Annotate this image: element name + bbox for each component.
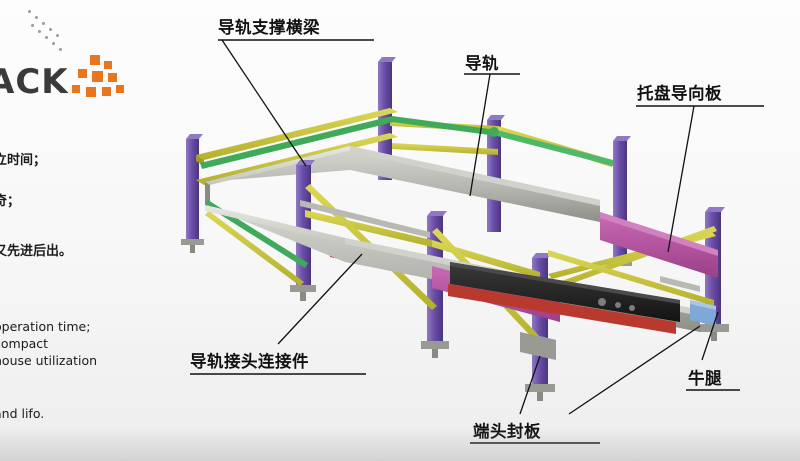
logo-dot-trail <box>28 10 88 56</box>
cross-member-set <box>300 200 700 292</box>
callout-pallet-guide-plate: 托盘导向板 <box>637 84 722 103</box>
left-text-en-2: house utilization <box>0 353 98 368</box>
logo-wordmark: ACK <box>0 62 69 102</box>
left-text-english-2: and lifo. <box>0 405 144 422</box>
pallet-guide-plate <box>600 212 718 278</box>
left-text-en-1: compact <box>0 336 49 351</box>
left-text-cn-2: 又先进后出。 <box>0 244 73 259</box>
left-text-cn-1: 奇； <box>0 194 21 209</box>
left-text-en-0: operation time; <box>0 319 91 334</box>
callout-cow-leg-bracket: 牛腿 <box>688 369 722 388</box>
left-text-english: operation time; compact house utilizatio… <box>0 318 144 369</box>
upright-column-back-left <box>181 134 204 253</box>
logo-squares <box>72 55 144 109</box>
rail-beam-back <box>205 146 600 222</box>
left-text-cn-0: 立时间； <box>0 153 47 168</box>
left-text-chinese-2: 奇； <box>0 193 144 210</box>
left-text-en-4: and lifo. <box>0 406 45 421</box>
shuttle-cart <box>448 262 680 334</box>
left-text-chinese: 立时间； <box>0 152 144 169</box>
page-bottom-shadow <box>0 427 800 461</box>
callout-rail-joint-connector: 导轨接头连接件 <box>190 352 309 371</box>
end-cover-plate <box>520 332 556 360</box>
left-text-chinese-3: 又先进后出。 <box>0 243 144 260</box>
callout-rail-support-beam: 导轨支撑横梁 <box>218 18 320 37</box>
callout-rail: 导轨 <box>465 54 499 73</box>
callout-end-cover-plate: 端头封板 <box>473 418 541 442</box>
